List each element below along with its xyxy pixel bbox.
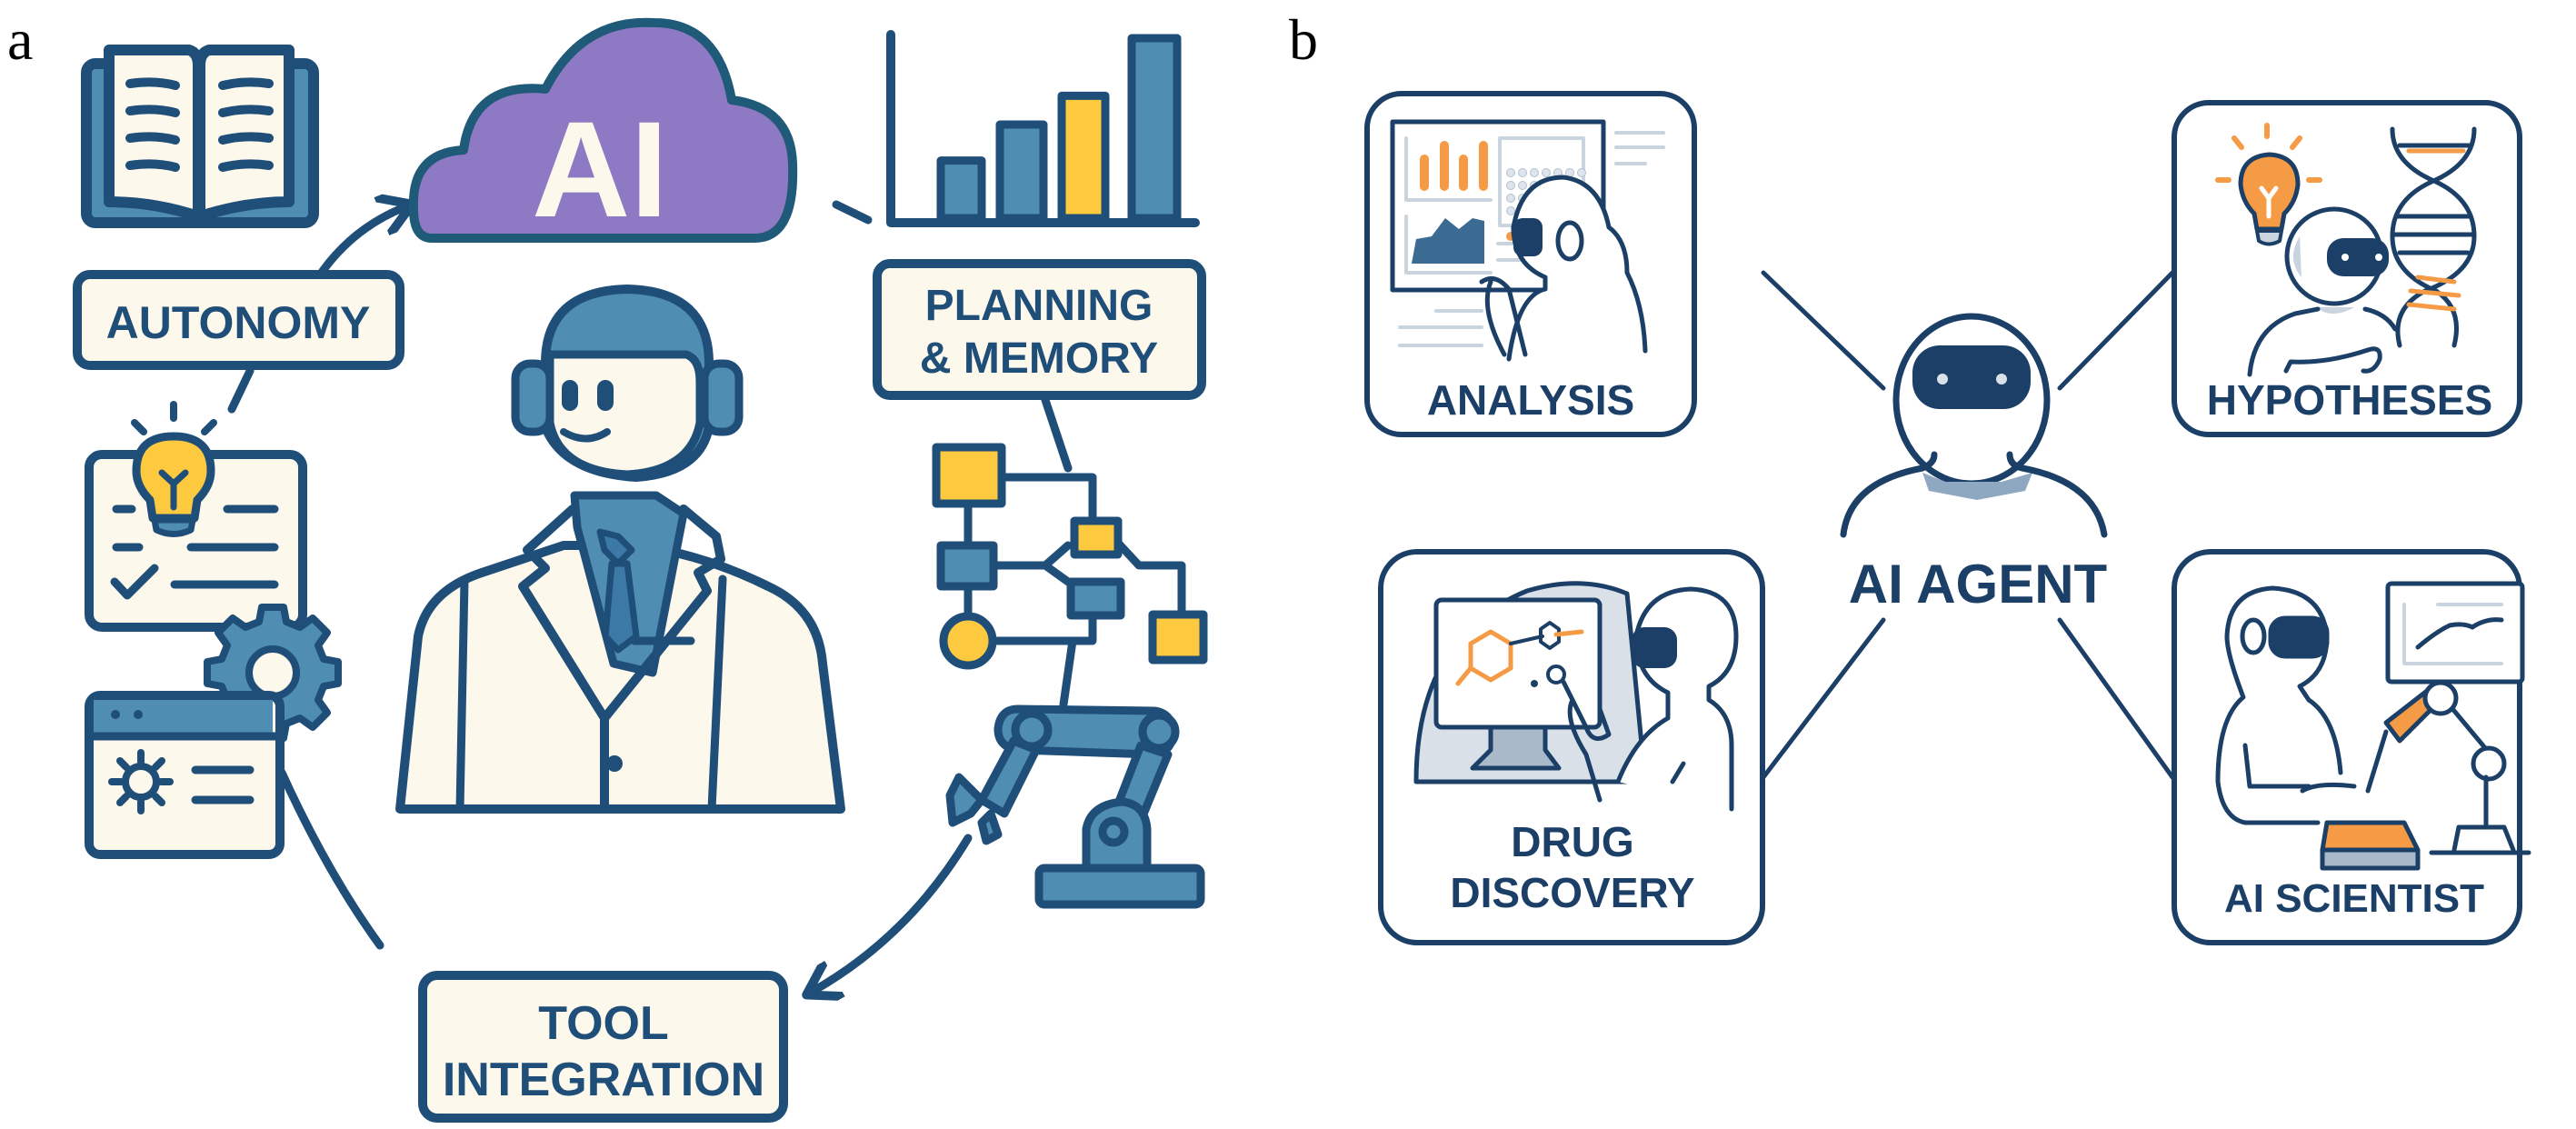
connector-drug-discovery <box>1761 617 1886 780</box>
matrix-dot <box>1506 194 1515 203</box>
card-ai-scientist-label: AI SCIENTIST <box>2224 876 2484 921</box>
card-hypotheses[interactable]: HYPOTHESES <box>2172 100 2522 437</box>
matrix-dot <box>1506 206 1515 215</box>
line-chart-screen-icon <box>2385 581 2525 684</box>
panel-label-a: a <box>7 7 34 72</box>
autonomy-label-box: AUTONOMY <box>73 270 404 370</box>
card-analysis[interactable]: ANALYSIS <box>1364 91 1697 437</box>
robot-scientist-figure <box>395 285 845 814</box>
hypotheses-robot <box>2247 206 2398 377</box>
cloud-label: AI <box>532 93 668 245</box>
dna-helix-icon <box>2390 126 2477 348</box>
ai-cloud-icon: AI <box>408 17 798 245</box>
card-hypotheses-label: HYPOTHESES <box>2207 376 2492 424</box>
ai-agent-label: AI AGENT <box>1849 554 2107 614</box>
robotic-arm-icon <box>945 704 1205 909</box>
connector-analysis <box>1761 270 1886 391</box>
ai-agent-hub: AI AGENT <box>1840 313 2108 614</box>
lightbulb-icon <box>2215 123 2322 246</box>
card-drug-label-line2: DISCOVERY <box>1450 869 1694 916</box>
matrix-dot <box>1518 168 1527 177</box>
bar-chart-bar <box>1127 34 1182 223</box>
matrix-dot <box>1518 181 1527 190</box>
bar-chart-bar <box>1057 91 1110 223</box>
well-plate-icon <box>2320 820 2421 871</box>
matrix-dot <box>1530 168 1539 177</box>
connector-ai-to-chart <box>832 200 873 225</box>
card-drug-discovery[interactable]: DRUG DISCOVERY <box>1378 549 1765 945</box>
panel-a: AI AUTONOMY PLANNING & MEMORY <box>73 17 1208 1123</box>
connector-planning-to-flowchart <box>1041 395 1073 473</box>
connector-ai-scientist <box>2057 617 2175 780</box>
tool-label-line2: INTEGRATION <box>443 1054 764 1106</box>
tool-label-line1: TOOL <box>538 997 668 1050</box>
bar-chart-bar <box>995 120 1048 223</box>
ai-scientist-robot <box>2215 585 2357 825</box>
arrow-autonomy-to-ai <box>318 207 404 275</box>
flowchart-icon <box>932 443 1208 709</box>
matrix-dot <box>1506 181 1515 190</box>
robot-arm-icon <box>2365 680 2531 855</box>
settings-window-icon <box>85 691 285 859</box>
lightbulb-icon <box>131 401 217 537</box>
matrix-dot <box>1542 168 1551 177</box>
molecule-icon <box>1455 621 1584 687</box>
card-analysis-label: ANALYSIS <box>1427 376 1634 424</box>
planning-label-line1: PLANNING <box>925 282 1153 330</box>
panel-b: AI AGENT <box>1364 91 2531 945</box>
connector-window-to-tool <box>277 768 384 950</box>
card-ai-scientist[interactable]: AI SCIENTIST <box>2172 549 2531 945</box>
bar-chart-bar <box>936 156 986 223</box>
arrow-robot-to-tool <box>814 834 973 991</box>
tool-integration-label-box: TOOL INTEGRATION <box>418 971 788 1123</box>
autonomy-label: AUTONOMY <box>106 297 371 348</box>
matrix-dot <box>1577 168 1586 177</box>
connector-hypotheses <box>2057 270 2175 391</box>
drug-discovery-robot <box>1561 586 1739 812</box>
matrix-dot <box>1506 168 1515 177</box>
small-gear-icon <box>108 749 174 814</box>
card-drug-label-line1: DRUG <box>1511 818 1633 865</box>
bar-chart-icon <box>886 30 1200 227</box>
analysis-robot <box>1479 175 1648 362</box>
lightbulb-checklist-icon <box>85 401 307 632</box>
planning-memory-label-box: PLANNING & MEMORY <box>873 259 1206 400</box>
panel-label-b: b <box>1289 7 1318 72</box>
open-book-icon <box>81 45 319 228</box>
planning-label-line2: & MEMORY <box>920 335 1158 383</box>
connector-lightbulb-to-autonomy <box>227 366 255 414</box>
